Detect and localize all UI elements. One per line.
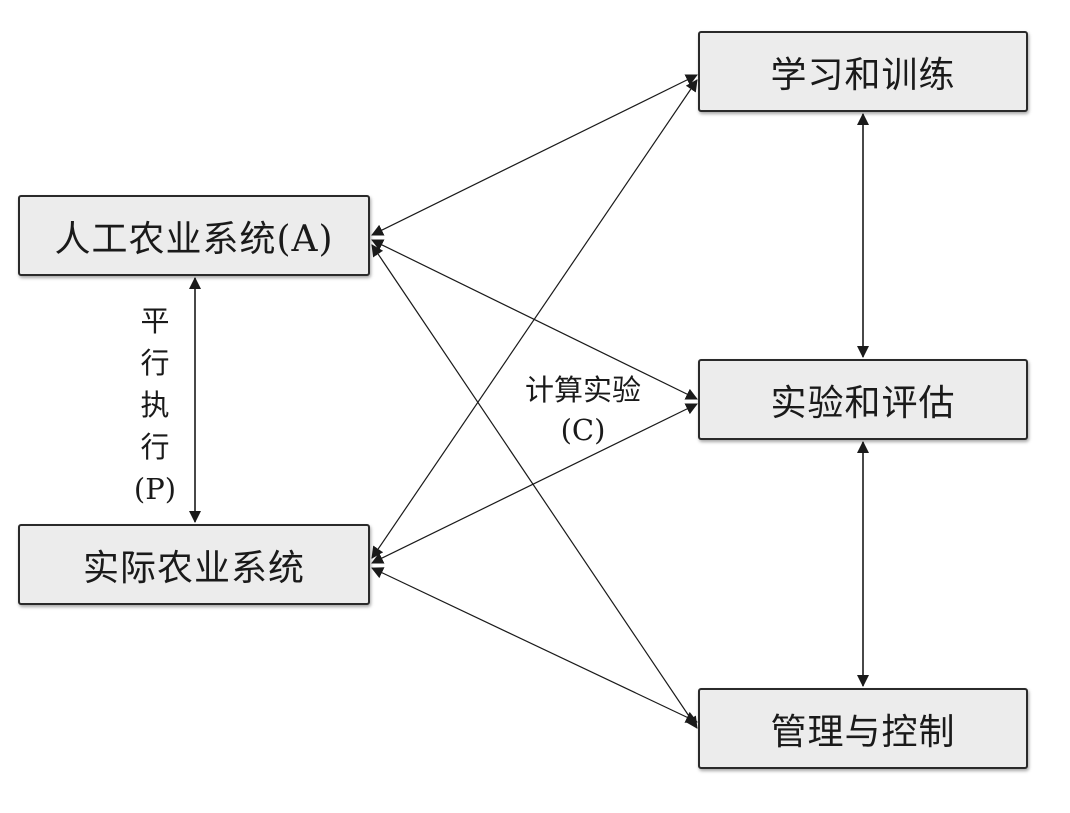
parallel-execution-label: 平 行 执 行 (P) xyxy=(132,300,178,510)
artificial-agriculture-system-box: 人工农业系统(A) xyxy=(18,195,370,276)
experiment-evaluation-label: 实验和评估 xyxy=(770,382,956,424)
parallel-execution-char: 执 xyxy=(140,388,170,422)
computational-experiment-label: 计算实验 (C) xyxy=(498,370,668,450)
arrow-artificial-learning xyxy=(371,74,698,236)
computational-experiment-code: (C) xyxy=(560,413,606,447)
learning-training-label: 学习和训练 xyxy=(770,54,956,96)
experiment-evaluation-box: 实验和评估 xyxy=(698,359,1028,440)
parallel-execution-char: 行 xyxy=(140,430,170,464)
management-control-label: 管理与控制 xyxy=(770,711,956,753)
management-control-box: 管理与控制 xyxy=(698,688,1028,769)
arrow-actual-management xyxy=(371,567,698,723)
parallel-execution-char: (P) xyxy=(133,472,177,506)
computational-experiment-text: 计算实验 xyxy=(524,373,641,407)
learning-training-box: 学习和训练 xyxy=(698,31,1028,112)
arrow-actual-experiment xyxy=(371,403,698,564)
actual-agriculture-system-label: 实际农业系统 xyxy=(82,547,305,589)
parallel-execution-char: 平 xyxy=(140,304,170,338)
parallel-execution-char: 行 xyxy=(140,346,170,380)
artificial-agriculture-system-label: 人工农业系统(A) xyxy=(54,218,334,260)
actual-agriculture-system-box: 实际农业系统 xyxy=(18,524,370,605)
